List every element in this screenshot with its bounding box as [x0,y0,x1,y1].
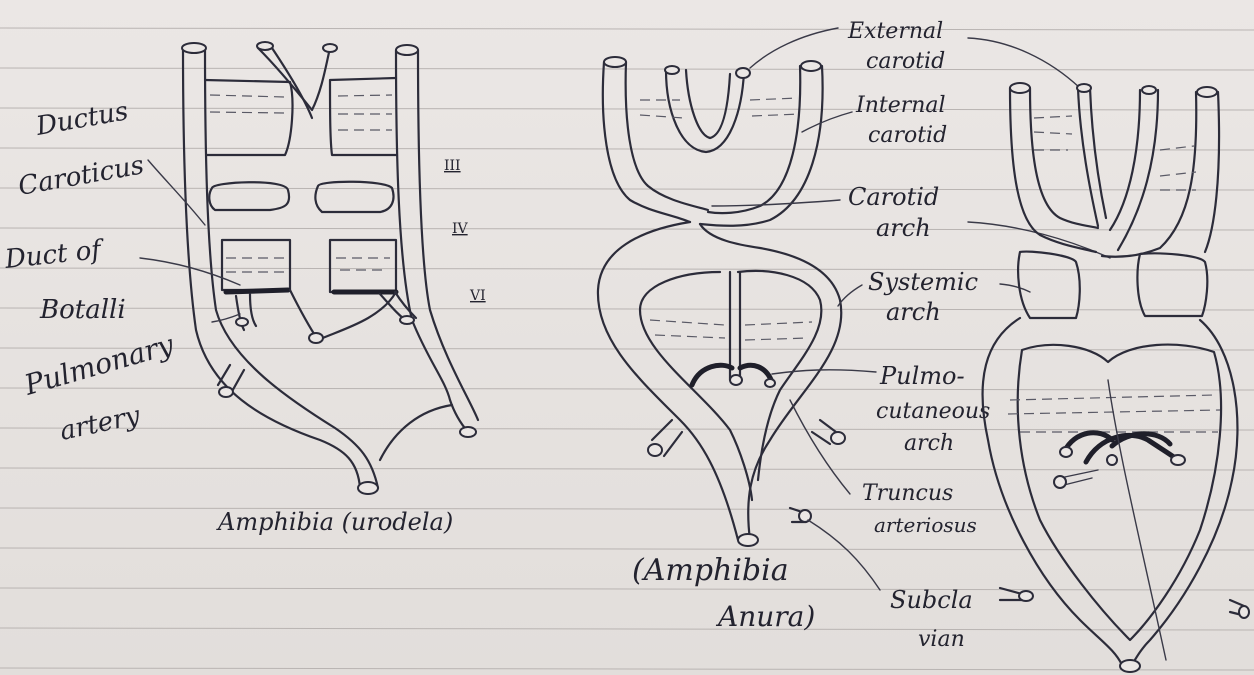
label-internal-line2: carotid [868,123,947,148]
label-pulmonary-line1: Pulmonary [20,327,178,402]
arch-numeral-vi: VI [469,288,486,304]
label-internal-line1: Internal [855,93,946,118]
label-botalli-line1: Duct of [3,235,107,275]
label-ductus-line1: Ductus [33,96,130,142]
label-ductus-line2: Caroticus [16,150,146,202]
caption-anura-line2: Anura) [715,600,815,633]
label-truncus-line1: Truncus [862,481,953,506]
label-pulmo-line1: Pulmo- [879,362,965,390]
label-botalli-line2: Botalli [39,295,126,325]
label-subclavian-line1: Subcla [890,586,973,614]
caption-anura-line1: (Amphibia [632,553,789,588]
arch-numeral-iii: III [444,158,461,174]
arch-numeral-iv: IV [452,221,469,237]
right-arch-diagram [983,83,1249,672]
caption-urodela: Amphibia (urodela) [216,508,453,536]
label-systemic-line1: Systemic [868,268,978,296]
label-external-line1: External [847,19,943,44]
label-external-line2: carotid [866,49,945,74]
urodela-diagram: Ductus Caroticus Duct of Botalli Pulmona… [3,42,486,536]
label-pulmo-line2: cutaneous [876,399,990,424]
label-truncus-line2: arteriosus [874,513,977,537]
label-carotid-arch-line1: Carotid [848,183,939,211]
label-pulmo-line3: arch [904,431,954,456]
label-subclavian-line2: vian [918,627,965,652]
label-systemic-line2: arch [886,298,941,326]
label-carotid-arch-line2: arch [876,214,931,242]
label-pulmonary-line2: artery [57,401,143,447]
